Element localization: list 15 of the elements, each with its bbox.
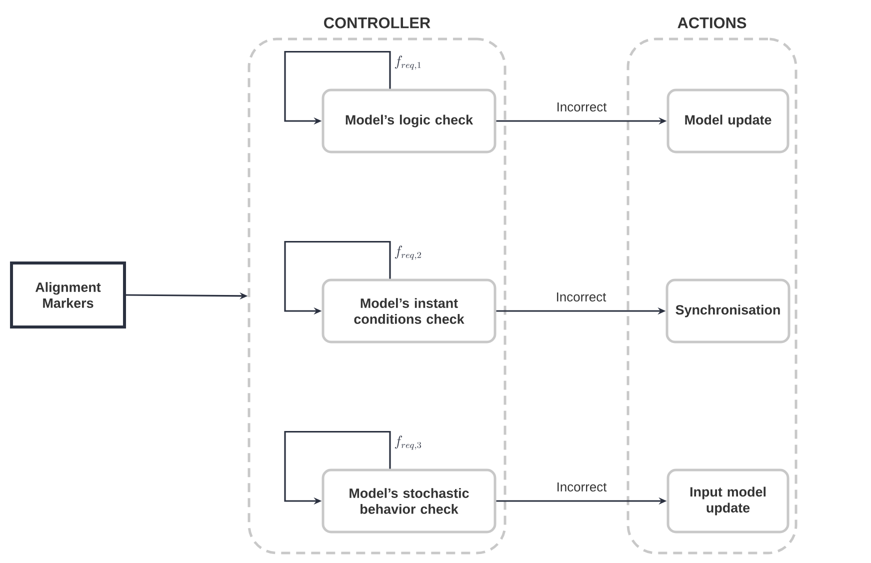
node-label: ACTIONS (678, 17, 746, 28)
edge-label: Incorrect (554, 291, 608, 303)
input-box: Alignment Markers (10, 262, 126, 328)
node-label: CONTROLLER (324, 17, 430, 28)
process-box: Model update (666, 88, 790, 154)
process-box: Model’s instant conditions check (322, 278, 496, 344)
process-box: Synchronisation (666, 278, 790, 344)
edge-label: $f_{req,2}$ (394, 246, 421, 260)
process-box: Model’s logic check (322, 88, 496, 154)
edge-label: $f_{req,1}$ (394, 56, 421, 70)
edge-label: Incorrect (555, 481, 608, 492)
process-box: Model’s stochastic behavior check (322, 468, 496, 534)
edge-label: Incorrect (555, 101, 608, 113)
edge-label: $f_{req,3}$ (394, 436, 422, 450)
process-box: Input model update (666, 468, 790, 534)
